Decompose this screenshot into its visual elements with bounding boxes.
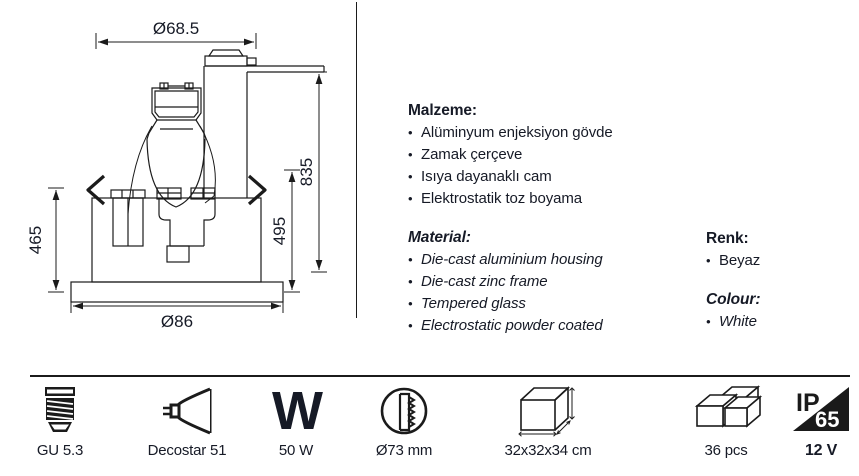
list-item: Beyaz (706, 250, 856, 272)
colour-list-tr: Beyaz (706, 250, 856, 272)
material-list-tr: Alüminyum enjeksiyon gövde Zamak çerçeve… (408, 122, 698, 210)
technical-drawing: Ø68.5 Ø86 465 495 835 (0, 0, 356, 356)
feature-label: 32x32x34 cm (504, 442, 592, 459)
internal-components (110, 187, 216, 263)
technical-drawing-svg: Ø68.5 Ø86 465 495 835 (26, 19, 327, 331)
glass-dome-arcs (127, 125, 216, 215)
feature-label: GU 5.3 (36, 442, 84, 459)
list-item: Elektrostatik toz boyama (408, 188, 698, 210)
list-item: Die-cast zinc frame (408, 271, 698, 293)
colour-heading-tr: Renk: (706, 230, 749, 247)
spring-clip-right (247, 174, 267, 206)
feature-label: 36 pcs (704, 442, 748, 459)
material-heading-en: Material: (408, 229, 471, 246)
list-item: Isıya dayanaklı cam (408, 166, 698, 188)
feature-cutout-diameter: Ø73 mm (348, 382, 460, 476)
feature-lamp-type: Decostar 51 (112, 382, 262, 476)
wattage-w-icon: W (250, 382, 342, 440)
list-item: Die-cast aluminium housing (408, 249, 698, 271)
dimension-height-inner-right (284, 169, 300, 293)
mounting-plate (205, 65, 325, 73)
feature-label: Ø73 mm (375, 442, 433, 459)
spacer (706, 272, 856, 289)
feature-wattage: W 50 W (250, 382, 342, 476)
dimension-flange-diameter (70, 297, 284, 313)
ip-rating-icon: IP 65 (786, 382, 856, 440)
feature-icon-strip: GU 5.3 Decostar 51 W 50 W (0, 382, 859, 476)
feature-carton-quantity: 36 pcs (660, 382, 792, 476)
list-item: Alüminyum enjeksiyon gövde (408, 122, 698, 144)
material-list-en: Die-cast aluminium housing Die-cast zinc… (408, 249, 698, 337)
feature-ip-rating: IP 65 12 V (786, 382, 856, 476)
bracket-arm (203, 66, 248, 198)
feature-carton-dimensions: 32x32x34 cm (458, 382, 638, 476)
dimension-label-height-left: 465 (26, 226, 45, 254)
horizontal-divider (30, 375, 850, 377)
colour-heading-en: Colour: (706, 291, 761, 308)
lamp-socket-icon (8, 382, 112, 440)
cutout-diameter-icon (348, 382, 460, 440)
carton-dimensions-icon (458, 382, 638, 440)
dimension-height-left (48, 187, 64, 293)
wattage-glyph: W (272, 381, 323, 441)
feature-label: 50 W (278, 442, 314, 459)
dimension-label-flange-diameter: Ø86 (161, 312, 193, 331)
list-item: Zamak çerçeve (408, 144, 698, 166)
dimension-label-height-outer-right: 835 (297, 158, 316, 186)
housing-body (91, 197, 262, 283)
list-item: Electrostatic powder coated (408, 315, 698, 337)
ip-prefix-text: IP (796, 389, 820, 417)
dimension-label-height-inner-right: 495 (270, 217, 289, 245)
reflector-lamp (146, 119, 207, 208)
junction-box (204, 49, 257, 67)
dimension-label-outer-diameter-top: Ø68.5 (153, 19, 199, 38)
material-heading-tr: Malzeme: (408, 102, 477, 119)
spring-clip-left (86, 174, 106, 206)
list-item: Tempered glass (408, 293, 698, 315)
feature-label: Decostar 51 (147, 442, 227, 459)
reflector-lamp-icon (112, 382, 262, 440)
feature-label: 12 V (804, 442, 838, 459)
ip-value-text: 65 (815, 407, 839, 432)
base-flange (70, 281, 284, 303)
specifications-panel: Malzeme: Alüminyum enjeksiyon gövde Zama… (408, 100, 698, 337)
dimension-outer-diameter-top (95, 33, 257, 49)
colour-list-en: White (706, 311, 856, 333)
vertical-divider (356, 2, 357, 318)
lamp-holder (151, 82, 202, 121)
list-item: White (706, 311, 856, 333)
feature-lamp-socket: GU 5.3 (8, 382, 112, 476)
colour-panel: Renk: Beyaz Colour: White (706, 228, 856, 333)
carton-quantity-icon (660, 382, 792, 440)
spacer (408, 210, 698, 227)
